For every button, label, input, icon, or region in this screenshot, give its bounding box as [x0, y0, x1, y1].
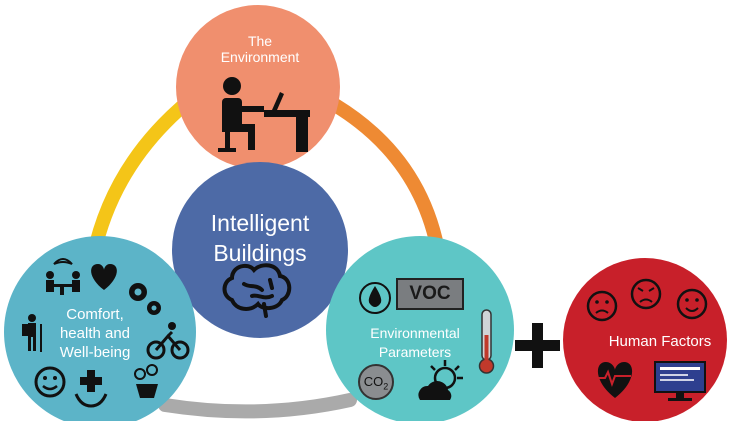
parameters-title: Environmental Parameters: [345, 324, 485, 362]
hiker-icon: [22, 314, 42, 352]
comfort-title-line3: Well-being: [59, 344, 131, 361]
parameters-title-line1: Environmental: [370, 325, 460, 341]
center-title-line1: Intelligent: [210, 210, 310, 236]
center-title: Intelligent Buildings: [175, 208, 345, 268]
comfort-title: Comfort, health and Well-being: [10, 305, 180, 362]
heart-icon: [91, 264, 117, 290]
smiley-icon: [34, 366, 66, 398]
people-meeting-icon: [46, 258, 80, 295]
parameters-title-line2: Parameters: [378, 344, 452, 360]
voc-badge: VOC: [396, 278, 464, 310]
angry-face-icon: [630, 278, 662, 310]
medical-hands-icon: [74, 370, 108, 408]
co2-badge: CO2: [358, 364, 394, 400]
environment-title-line1: The: [247, 33, 273, 49]
plus-icon: [515, 323, 560, 368]
thermometer-icon: [478, 309, 495, 374]
flower-pot-icon: [134, 364, 158, 398]
human-factors-title: Human Factors: [608, 333, 712, 350]
cyclist-icon: [146, 322, 190, 360]
comfort-title-line1: Comfort,: [66, 306, 124, 323]
heartbeat-icon: [597, 362, 633, 398]
environment-title: The Environment: [200, 33, 320, 65]
monitor-icon: [654, 361, 706, 401]
brain-icon: [222, 263, 292, 318]
center-node: [172, 162, 348, 338]
comfort-title-line2: health and: [59, 325, 131, 342]
environment-node: [176, 5, 340, 169]
sad-face-icon: [586, 290, 618, 322]
person-at-desk-icon: [218, 77, 310, 152]
sun-cloud-icon: [418, 360, 463, 400]
gears-icon: [129, 283, 161, 315]
ring-arc-bottom: [158, 393, 357, 419]
happy-face-icon: [676, 288, 708, 320]
water-drop-icon: [359, 282, 391, 314]
center-title-line2: Buildings: [213, 240, 307, 266]
environment-title-line2: Environment: [220, 49, 300, 66]
co2-label: CO: [363, 374, 384, 389]
co2-subscript: 2: [383, 381, 389, 392]
